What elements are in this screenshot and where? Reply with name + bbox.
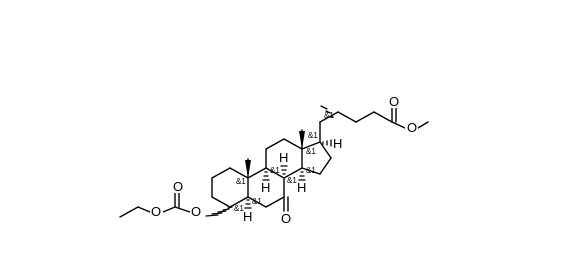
ketone-oxygen-label: O [281,211,291,226]
bond [319,157,332,175]
label-mask [171,180,184,193]
bond [373,111,393,123]
bond [319,111,339,123]
bond-skeleton [119,106,429,218]
stereo-marker: &1 [306,166,316,175]
bond [265,167,285,179]
stereo-marker: &1 [270,166,280,175]
ester-oxygen-label: O [407,120,417,135]
stereo-markers: &1 &1 &1 &1 &1 &1 &1 &1 &1 [234,111,334,213]
stereo-marker: &1 [306,147,316,156]
label-mask [387,95,400,108]
hash-line [320,105,328,110]
hashed-bond [205,206,233,217]
bond [137,206,151,213]
bond [301,141,321,150]
hash-line [205,214,219,217]
hash-line [325,110,331,114]
wedge-bond [299,131,305,149]
hashed-bond [280,165,288,175]
bond [174,206,191,213]
hash-line [227,206,233,209]
hydrogen-c9-label: H [261,180,270,195]
bond [417,121,429,129]
bond [229,167,249,179]
stereo-marker: &1 [324,111,334,120]
atom-labels: O O O O O O H H H H H [150,94,418,226]
bond [247,167,267,179]
bond [229,196,249,208]
bond [162,206,176,213]
label-mask [150,205,163,219]
label-mask [190,205,203,219]
hash-line [211,212,223,215]
carbonate-carbonyl-oxygen-label: O [173,179,183,194]
hashed-bond [244,199,252,209]
bond [119,206,139,218]
bond [283,138,303,150]
stereo-marker: &1 [236,177,246,186]
stereo-marker: &1 [287,176,297,185]
label-mask [405,121,418,135]
hashed-bond [320,105,334,118]
hash-line [330,115,334,118]
bond [301,167,321,175]
hash-line [222,208,230,211]
ester-carbonyl-oxygen-label: O [389,94,399,109]
hashed-bond [262,171,270,181]
bond [337,111,357,123]
hydrogen-c14-label: H [297,180,306,195]
bond [391,121,406,129]
label-mask [279,212,292,226]
hydrogen-c17-label: H [333,136,342,151]
bond [211,167,231,179]
carbonate-oxygen-label: O [191,204,201,219]
bond [265,196,285,208]
stereo-bonds [205,105,334,217]
wedge-bond [245,160,251,178]
hashed-bond [298,171,306,181]
hash-line [217,210,227,213]
hydrogen-c5-label: H [243,209,252,224]
bond [265,138,285,150]
stereo-marker: &1 [234,204,244,213]
hydrogen-c8-label: H [279,150,288,165]
stereo-marker: &1 [252,197,262,206]
bond [283,167,303,179]
bond [355,111,375,123]
hashed-bond [322,139,332,147]
stereo-marker: &1 [308,131,318,140]
bond [247,196,267,208]
carbonate-ethoxy-oxygen-label: O [151,204,161,219]
bond [319,141,332,159]
bond [211,196,231,208]
